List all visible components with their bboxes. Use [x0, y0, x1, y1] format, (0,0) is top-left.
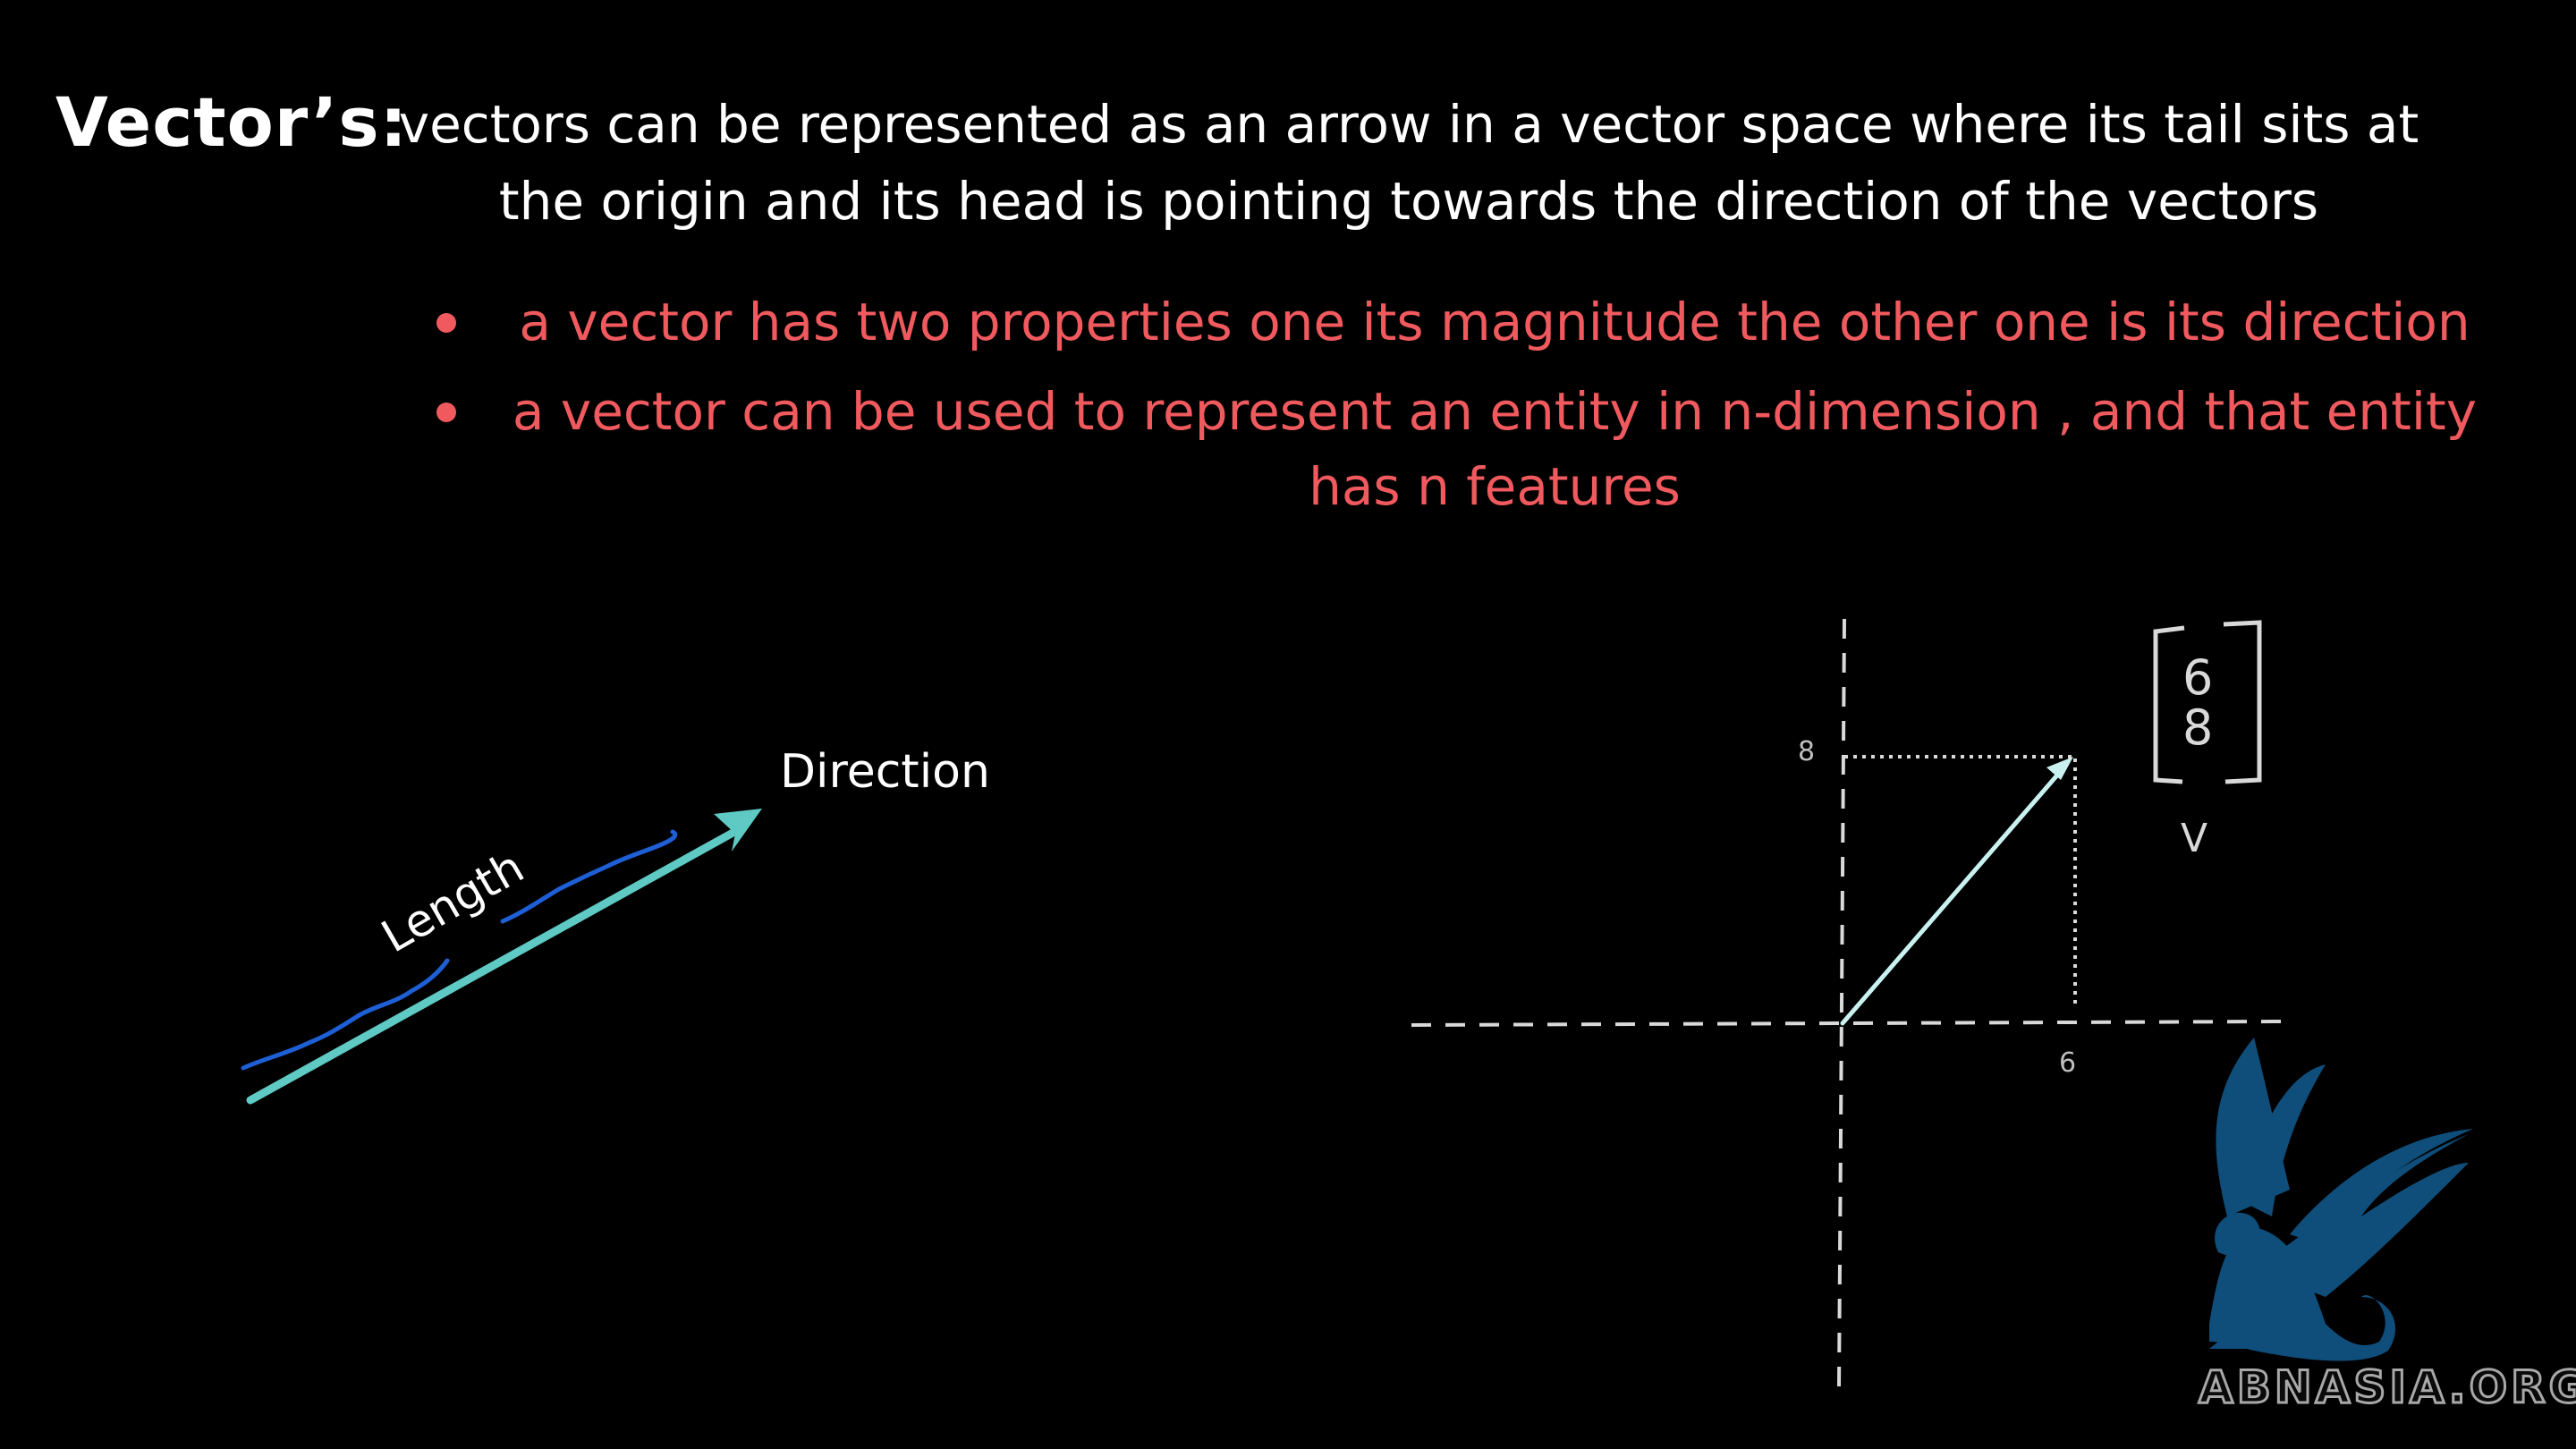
- coordinate-graph: 8 6 6 8 V: [1411, 618, 2284, 1389]
- y-axis: [1837, 618, 1846, 1389]
- matrix-left-bracket: [2153, 625, 2185, 784]
- x-tick-label: 6: [2059, 1047, 2076, 1079]
- bullet-item: a vector has two properties one its magn…: [420, 284, 2504, 360]
- griffin-logo: [2209, 1038, 2473, 1361]
- watermark-text: ABNASIA.ORG: [2199, 1361, 2576, 1413]
- vector-v-head: [2046, 757, 2073, 780]
- griffin-legs: [2209, 1338, 2290, 1349]
- matrix-top-value: 6: [2182, 649, 2213, 706]
- vector-arrow-head: [714, 809, 762, 852]
- bullet-item: a vector can be used to represent an ent…: [420, 374, 2504, 524]
- intro-line-2: the origin and its head is pointing towa…: [498, 171, 2319, 232]
- matrix-right-bracket: [2223, 620, 2262, 784]
- intro-text: vectors can be represented as an arrow i…: [385, 86, 2433, 240]
- x-axis: [1411, 1020, 2284, 1027]
- length-scribble-upper: [500, 829, 678, 924]
- length-label: Length: [373, 841, 532, 962]
- griffin-wing-front: [2254, 1134, 2469, 1297]
- griffin-head: [2215, 1212, 2260, 1257]
- vector-name-label: V: [2181, 816, 2207, 861]
- length-direction-diagram: Length Direction: [241, 745, 990, 1105]
- griffin-feather-1: [2290, 1129, 2473, 1243]
- bullet-dot: [436, 402, 456, 422]
- griffin-feather-2: [2236, 1064, 2326, 1216]
- vector-arrow-shaft: [246, 822, 749, 1105]
- bullet-dot: [436, 313, 456, 333]
- bullet-text: a vector has two properties one its magn…: [519, 292, 2470, 352]
- slide-heading: Vector’s:: [55, 82, 408, 162]
- bullet-list: a vector has two properties one its magn…: [420, 284, 2504, 538]
- griffin-body: [2209, 1227, 2396, 1361]
- length-scribble-lower: [241, 958, 450, 1071]
- y-tick-label: 8: [1798, 736, 1815, 767]
- bullet-text: a vector can be used to represent an ent…: [512, 381, 2478, 517]
- direction-label: Direction: [780, 745, 990, 799]
- intro-line-1: vectors can be represented as an arrow i…: [398, 94, 2419, 155]
- vector-v-shaft: [1840, 768, 2063, 1026]
- matrix-bottom-value: 8: [2182, 699, 2213, 756]
